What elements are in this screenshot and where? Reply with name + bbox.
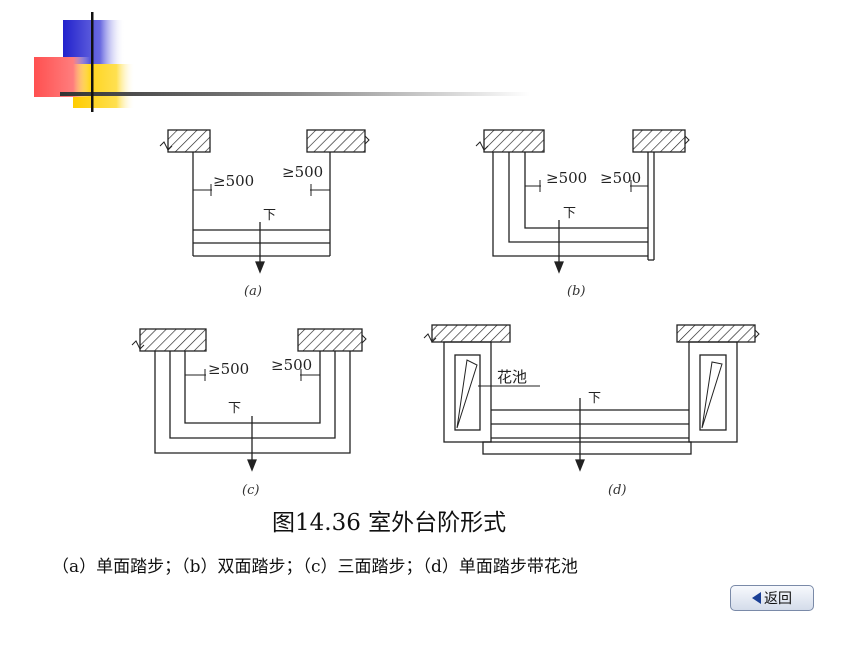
wall-right-d [676,324,756,343]
wall-left-c [139,328,207,352]
dim-label-b-right: ≥500 [600,169,641,187]
down-label-d: 下 [588,391,601,406]
planter-right-d [688,341,738,443]
dim-label-a-right: ≥500 [282,163,323,181]
wall-left-a [167,129,211,153]
down-label-b: 下 [563,206,576,221]
wall-left-b [483,129,545,153]
down-label-a: 下 [263,208,276,223]
deco-vertical-line [91,12,94,112]
dim-label-b-left: ≥500 [546,169,587,187]
wall-right-b [632,129,686,153]
down-label-c: 下 [228,401,241,416]
planter-label-d: 花池 [497,368,527,386]
back-arrow-icon [752,592,761,604]
diagram-d [423,324,760,472]
diagram-a [159,129,370,274]
sublabel-a: (a) [244,284,262,299]
wall-right-c [297,328,363,352]
slide-decoration [34,12,530,112]
wall-right-a [306,129,366,153]
deco-blue-square [63,20,125,64]
dim-label-c-right: ≥500 [271,356,312,374]
diagram-c [131,328,367,472]
dim-label-c-left: ≥500 [208,360,249,378]
figure-caption: （a）单面踏步；（b）双面踏步；（c）三面踏步；（d）单面踏步带花池 [52,557,578,577]
planter-left-inner-d [454,354,481,431]
figure-title: 图14.36 室外台阶形式 [272,510,507,536]
back-button-label: 返回 [764,591,792,607]
sublabel-c: (c) [242,483,259,498]
planter-left-d [443,341,492,443]
sublabel-d: (d) [608,483,626,498]
sublabel-b: (b) [567,284,585,299]
diagram-b [475,129,690,274]
back-button[interactable]: 返回 [730,585,814,611]
wall-left-d [431,324,511,343]
deco-horizontal-bar [60,92,530,96]
planter-right-inner-d [699,354,727,431]
dim-label-a-left: ≥500 [213,172,254,190]
deco-red-square [34,57,90,97]
